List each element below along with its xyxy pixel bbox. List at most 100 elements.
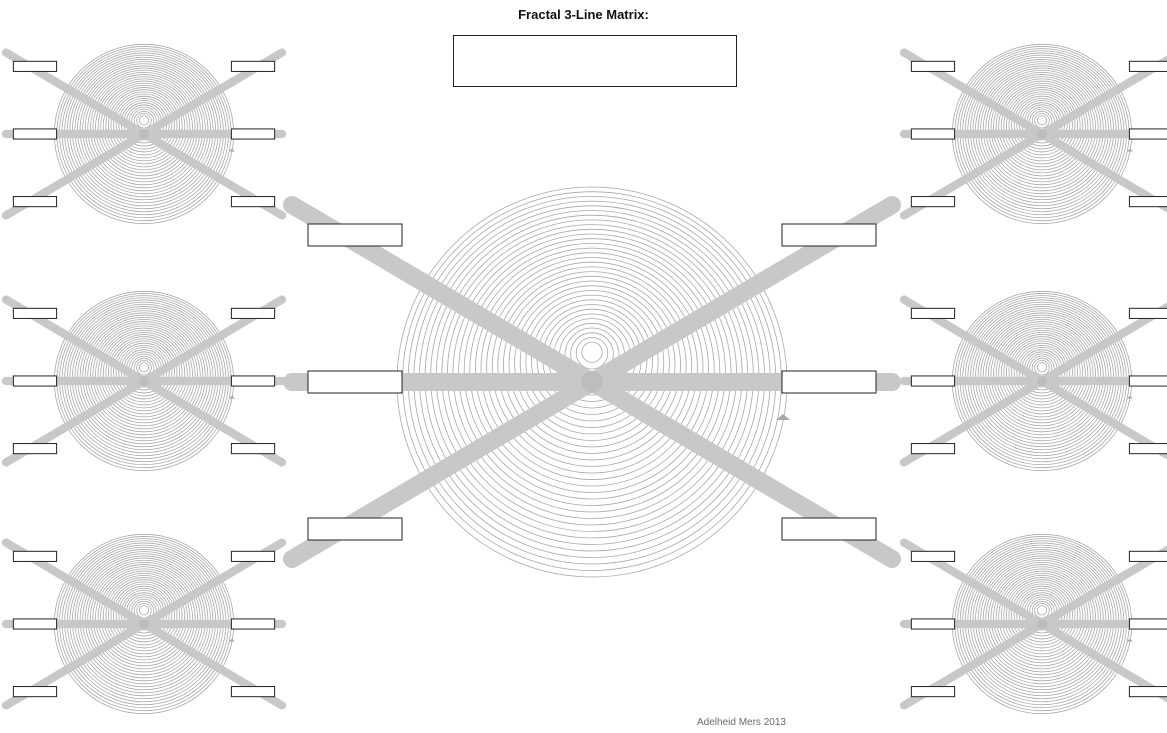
label-box[interactable] xyxy=(910,550,956,562)
spiral-ring xyxy=(1000,331,1084,415)
spiral-ring xyxy=(581,341,603,363)
spiral-ring xyxy=(1008,338,1076,406)
label-box[interactable] xyxy=(1128,618,1167,630)
spiral-ring xyxy=(990,566,1094,670)
label-box[interactable] xyxy=(12,128,58,140)
label-box[interactable] xyxy=(230,550,276,562)
spiral-ring xyxy=(113,583,175,646)
label-box[interactable] xyxy=(12,375,58,387)
spiral-ring xyxy=(110,581,178,649)
spiral-ring xyxy=(1036,115,1048,126)
spiral-ring xyxy=(995,80,1089,174)
spiral-ring xyxy=(138,115,150,126)
spiral-ring xyxy=(107,89,181,162)
label-box[interactable] xyxy=(1128,307,1167,319)
label-box[interactable] xyxy=(910,686,956,698)
label-box[interactable] xyxy=(910,196,956,208)
label-box[interactable] xyxy=(781,517,877,541)
spiral-ring xyxy=(990,76,1094,180)
spiral-ring xyxy=(1034,113,1050,129)
center-node xyxy=(1036,618,1048,630)
spiral-ring xyxy=(525,294,659,428)
spiral-ring xyxy=(84,316,204,436)
label-box[interactable] xyxy=(910,375,956,387)
spiral-ring xyxy=(998,329,1086,418)
spiral-arrow-icon xyxy=(1126,638,1134,642)
label-box[interactable] xyxy=(230,60,276,72)
label-box[interactable] xyxy=(781,370,877,394)
label-box[interactable] xyxy=(12,196,58,208)
spiral-ring xyxy=(1011,340,1073,403)
label-box[interactable] xyxy=(12,60,58,72)
label-box[interactable] xyxy=(910,443,956,455)
spiral-ring xyxy=(982,559,1102,679)
label-box[interactable] xyxy=(1128,60,1167,72)
label-box[interactable] xyxy=(230,196,276,208)
label-box[interactable] xyxy=(12,618,58,630)
spiral-ring xyxy=(491,266,693,467)
label-box[interactable] xyxy=(1128,686,1167,698)
spiral-ring xyxy=(985,72,1099,186)
spiral-ring xyxy=(980,557,1104,682)
spiral-ring xyxy=(998,82,1086,171)
label-box[interactable] xyxy=(230,686,276,698)
label-box[interactable] xyxy=(230,443,276,455)
spiral-arrow-icon xyxy=(228,638,236,642)
label-box[interactable] xyxy=(307,370,403,394)
spiral-ring xyxy=(115,585,173,643)
spiral-ring xyxy=(1003,87,1081,165)
label-box[interactable] xyxy=(12,307,58,319)
spiral-ring xyxy=(1011,93,1073,156)
spiral-ring xyxy=(508,280,676,448)
spiral-ring xyxy=(1036,362,1048,373)
matrix-left-bottom xyxy=(1,533,287,715)
spiral-arrow-icon xyxy=(228,148,236,152)
label-box[interactable] xyxy=(12,550,58,562)
label-box[interactable] xyxy=(230,307,276,319)
label-box[interactable] xyxy=(910,60,956,72)
spiral-ring xyxy=(985,562,1099,676)
spiral-ring xyxy=(84,69,204,189)
label-box[interactable] xyxy=(230,128,276,140)
center-node xyxy=(1036,375,1048,387)
spiral-ring xyxy=(519,289,665,435)
label-box[interactable] xyxy=(1128,443,1167,455)
spiral-ring xyxy=(503,275,681,454)
spiral-ring xyxy=(1005,579,1079,652)
label-box[interactable] xyxy=(230,375,276,387)
label-box[interactable] xyxy=(910,128,956,140)
spiral-ring xyxy=(980,67,1104,192)
matrix-left-middle xyxy=(1,290,287,472)
spiral-ring xyxy=(1011,583,1073,646)
label-box[interactable] xyxy=(910,618,956,630)
spiral-ring xyxy=(1003,334,1081,412)
spiral-ring xyxy=(990,323,1094,427)
label-box[interactable] xyxy=(307,223,403,247)
label-box[interactable] xyxy=(1128,128,1167,140)
spiral-ring xyxy=(1008,581,1076,649)
spiral-ring xyxy=(1036,605,1048,616)
spiral-ring xyxy=(531,299,653,422)
spiral-ring xyxy=(105,334,183,412)
label-box[interactable] xyxy=(12,443,58,455)
label-box[interactable] xyxy=(12,686,58,698)
spiral-ring xyxy=(977,312,1107,442)
spiral-ring xyxy=(87,72,201,186)
label-box[interactable] xyxy=(1128,196,1167,208)
spiral-ring xyxy=(82,314,206,439)
label-box[interactable] xyxy=(1128,550,1167,562)
spiral-ring xyxy=(1034,360,1050,376)
center-node xyxy=(138,618,150,630)
spiral-ring xyxy=(97,570,191,664)
spiral-ring xyxy=(458,238,726,506)
label-box[interactable] xyxy=(781,223,877,247)
label-box[interactable] xyxy=(910,307,956,319)
spiral-arrow-icon xyxy=(228,395,236,399)
label-box[interactable] xyxy=(307,517,403,541)
title-input-box[interactable] xyxy=(453,35,737,87)
spiral-ring xyxy=(1005,89,1079,162)
spiral-ring xyxy=(87,562,201,676)
label-box[interactable] xyxy=(230,618,276,630)
matrix-left-top xyxy=(1,43,287,225)
label-box[interactable] xyxy=(1128,375,1167,387)
